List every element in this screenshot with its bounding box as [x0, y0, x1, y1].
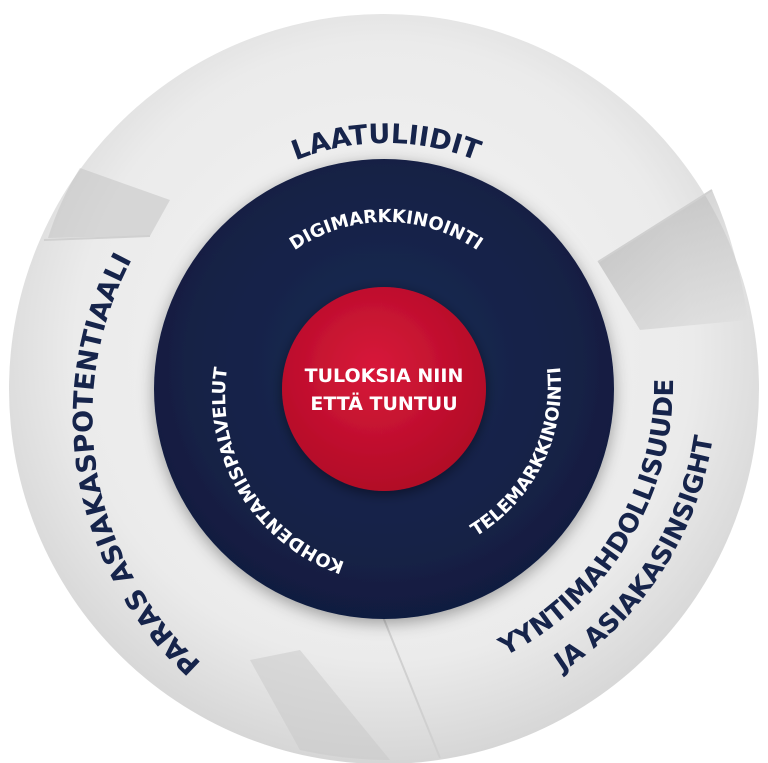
segment-overlap-shadow-right	[598, 190, 748, 330]
segment-divider-right	[597, 189, 713, 263]
center-label-line2: ETTÄ TUNTUU	[310, 391, 457, 415]
center-circle	[282, 287, 486, 491]
segment-overlap-shadow-left	[48, 168, 170, 238]
segment-divider-left	[43, 235, 151, 241]
center-label-line1: TULOKSIA NIIN	[305, 365, 464, 387]
segment-overlap-shadow-bottom	[250, 650, 390, 760]
